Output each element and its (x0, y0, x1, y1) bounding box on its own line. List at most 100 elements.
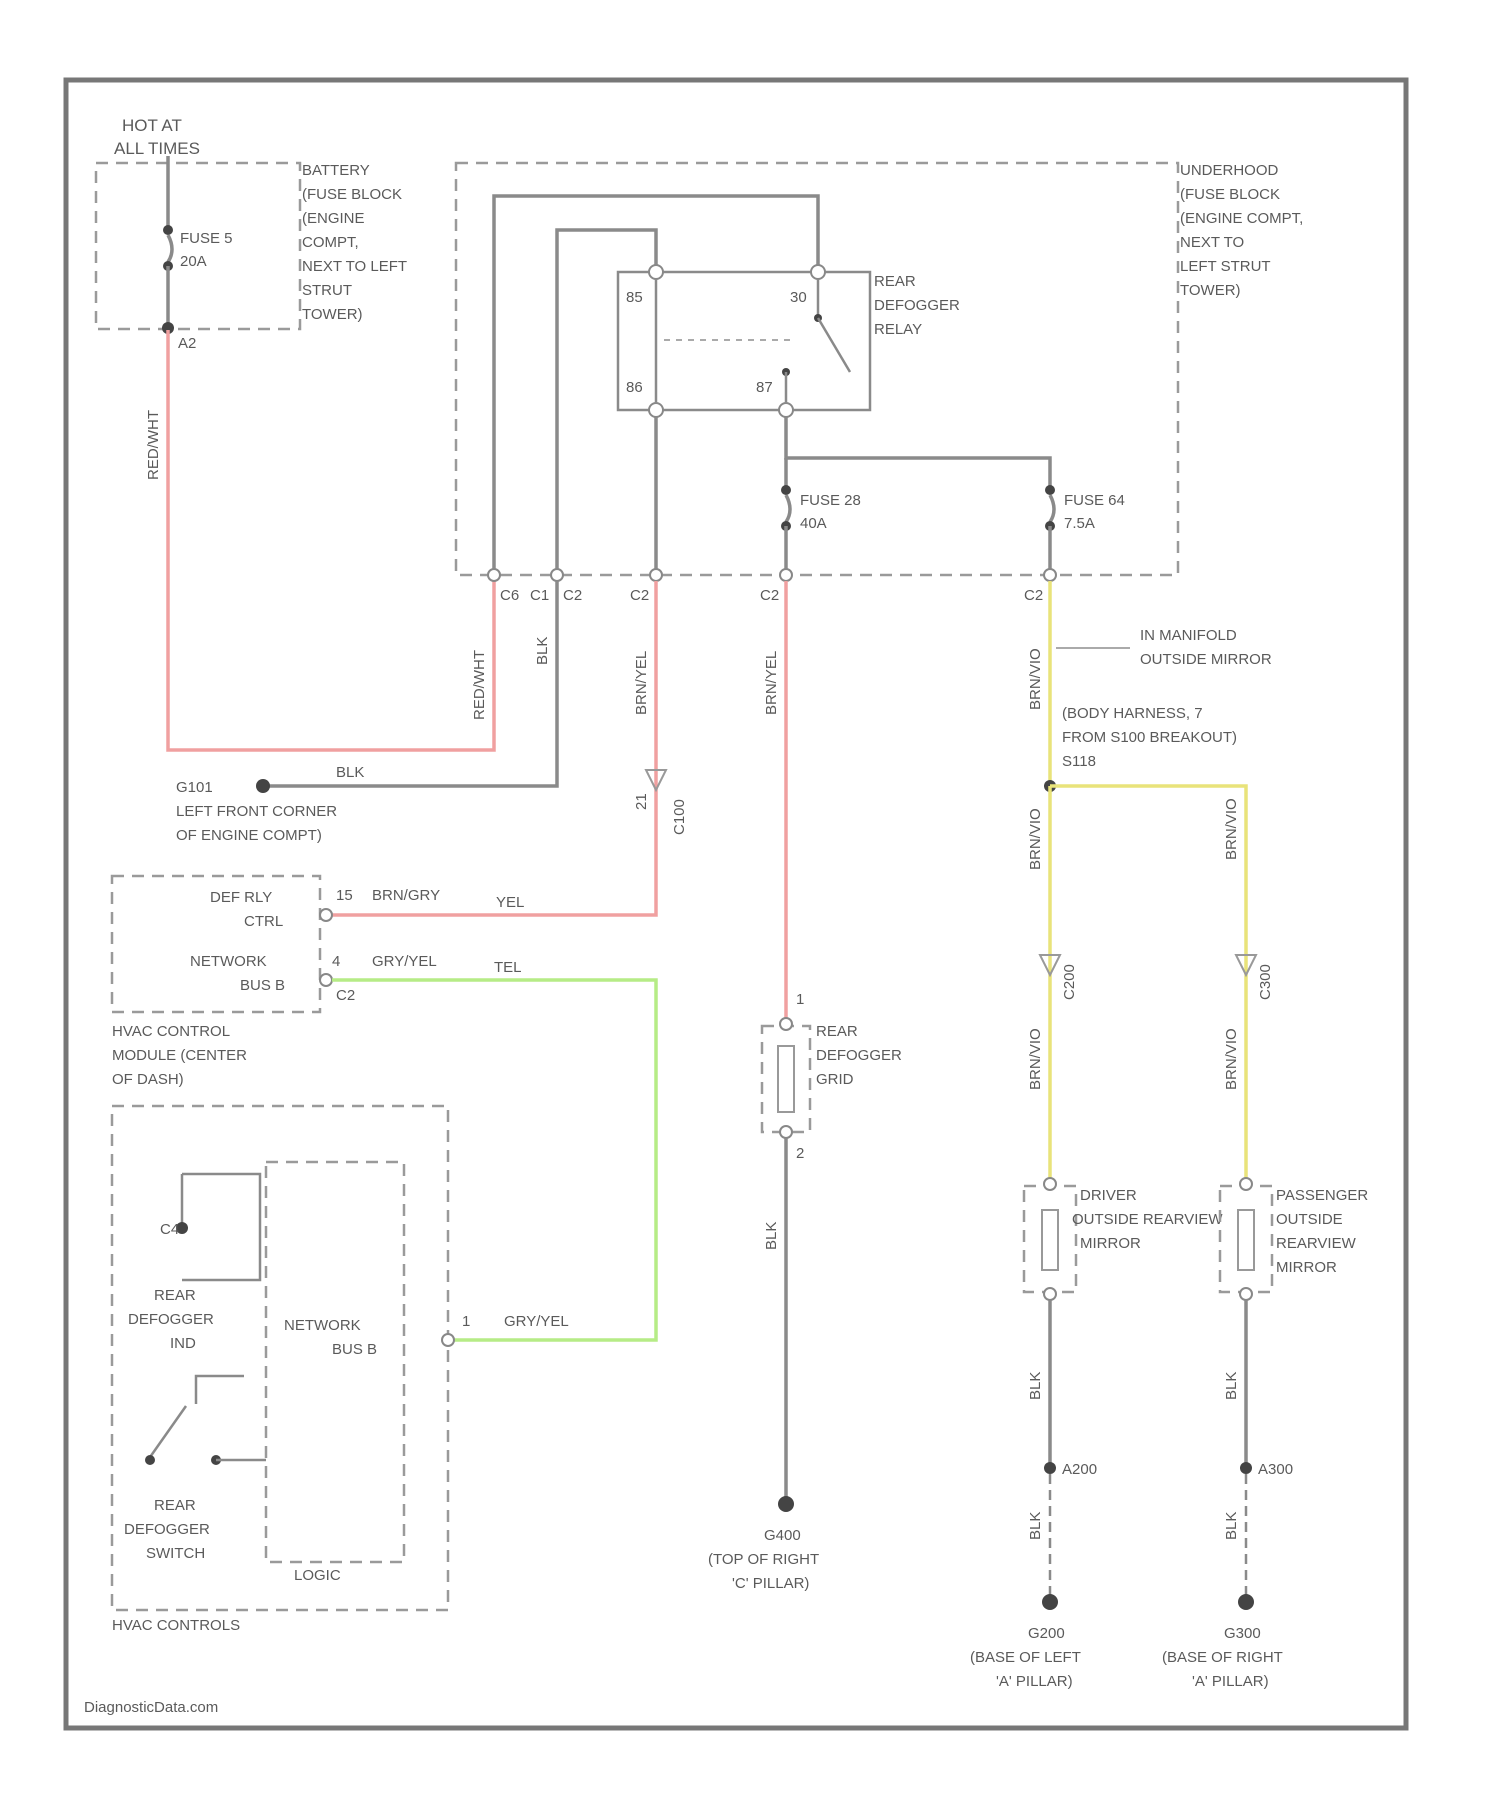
all-times-label: ALL TIMES (114, 139, 200, 158)
fuse-28-rating: 40A (800, 515, 827, 532)
c200-label: C200 (1061, 964, 1078, 1000)
gry-yel-wire-label-2: GRY/YEL (504, 1313, 569, 1330)
underhood-fb-line-3: (ENGINE COMPT, (1180, 210, 1303, 227)
g300-loc-line-2: 'A' PILLAR) (1192, 1673, 1269, 1690)
footer-watermark: DiagnosticData.com (84, 1699, 218, 1716)
pass-mirror-line-1: PASSENGER (1276, 1187, 1368, 1204)
grid-name-line-1: REAR (816, 1023, 858, 1040)
pin-1-label: 1 (462, 1313, 470, 1330)
fuse-5-rating: 20A (180, 253, 207, 270)
gry-yel-wire-label: GRY/YEL (372, 953, 437, 970)
g101-label: G101 (176, 779, 213, 796)
grid-name-line-2: DEFOGGER (816, 1047, 902, 1064)
g200-loc-line-1: (BASE OF LEFT (970, 1649, 1081, 1666)
fuse-64-symbol (1050, 495, 1054, 522)
pass-mirror-line-4: MIRROR (1276, 1259, 1337, 1276)
fuse-5-symbol (168, 235, 172, 262)
hvac-controls-label: HVAC CONTROLS (112, 1617, 240, 1634)
g400-label: G400 (764, 1527, 801, 1544)
hvac-module-line-3: OF DASH) (112, 1071, 184, 1088)
hvac-net-bus-line-2: BUS B (240, 977, 285, 994)
tel-wire-label: TEL (494, 959, 522, 976)
underhood-pin-1: C6 (500, 587, 519, 604)
underhood-fb-line-2: (FUSE BLOCK (1180, 186, 1280, 203)
defogger-grid-element-icon (778, 1046, 794, 1112)
relay-name-line-3: RELAY (874, 321, 922, 338)
driver-mirror-line-2: OUTSIDE REARVIEW (1072, 1211, 1223, 1228)
a200-label: A200 (1062, 1461, 1097, 1478)
g300-loc-line-1: (BASE OF RIGHT (1162, 1649, 1283, 1666)
brn-vio-wire-label: BRN/VIO (1027, 648, 1044, 710)
net-bus-b-line-1: NETWORK (284, 1317, 361, 1334)
g101-loc-line-1: LEFT FRONT CORNER (176, 803, 337, 820)
c4-label: C4 (160, 1221, 179, 1238)
g400-loc-line-2: 'C' PILLAR) (732, 1575, 809, 1592)
rear-def-ind-line-2: DEFOGGER (128, 1311, 214, 1328)
driver-mirror-line-1: DRIVER (1080, 1187, 1137, 1204)
hvac-net-bus-line-1: NETWORK (190, 953, 267, 970)
hot-at-label: HOT AT (122, 116, 182, 135)
underhood-pin-2: C1 (530, 587, 549, 604)
a200-splice (1044, 1462, 1056, 1474)
g200-label: G200 (1028, 1625, 1065, 1642)
brn-gry-wire-label: BRN/GRY (372, 887, 440, 904)
c100-pin-label: 21 (633, 793, 650, 810)
c100-label: C100 (671, 799, 688, 835)
grid-pin-2: 2 (796, 1145, 804, 1162)
pin-a2: A2 (178, 335, 196, 352)
red-wht-wire (168, 330, 494, 750)
driver-mirror-line-3: MIRROR (1080, 1235, 1141, 1252)
fuse-28-symbol (786, 495, 790, 522)
network-bus-b-wire (332, 980, 656, 1340)
passenger-mirror-box (1220, 1186, 1272, 1292)
driver-blk-wire-label-2: BLK (1027, 1512, 1044, 1540)
underhood-fb-line-4: NEXT TO (1180, 234, 1244, 251)
battery-fb-line-7: TOWER) (302, 306, 363, 323)
logic-box (266, 1162, 404, 1562)
hvac-pin-4: 4 (332, 953, 340, 970)
relay-pin-85: 85 (626, 289, 643, 306)
fuse-64-label: FUSE 64 (1064, 492, 1125, 509)
battery-fb-line-1: BATTERY (302, 162, 370, 179)
brn-vio-wire-label-5: BRN/VIO (1027, 1028, 1044, 1090)
logic-label: LOGIC (294, 1567, 341, 1584)
net-bus-b-line-2: BUS B (332, 1341, 377, 1358)
blk-wire-grid-label: BLK (763, 1222, 780, 1250)
splice-note-line-1: IN MANIFOLD (1140, 627, 1237, 644)
brn-vio-wire-label-4: BRN/VIO (1223, 798, 1240, 860)
body-harness-line-2: FROM S100 BREAKOUT) (1062, 729, 1237, 746)
blk-wire-label-2: BLK (336, 764, 364, 781)
relay-pin-87: 87 (756, 379, 773, 396)
yel-wire-label: YEL (496, 894, 524, 911)
s118-label: S118 (1062, 753, 1096, 770)
fuse-28-label: FUSE 28 (800, 492, 861, 509)
relay-name-line-2: DEFOGGER (874, 297, 960, 314)
underhood-pin-5: C2 (760, 587, 779, 604)
brn-yel-wire-label-2: BRN/YEL (763, 651, 780, 715)
blk-wire-label: BLK (534, 637, 551, 665)
driver-blk-wire-label: BLK (1027, 1372, 1044, 1400)
rear-def-switch-line-3: SWITCH (146, 1545, 205, 1562)
driver-mirror-box (1024, 1186, 1076, 1292)
underhood-pin-4: C2 (630, 587, 649, 604)
brn-vio-wire-label-3: BRN/VIO (1027, 808, 1044, 870)
battery-fb-line-3: (ENGINE (302, 210, 365, 227)
g400-ground-symbol (778, 1496, 794, 1512)
c300-label: C300 (1257, 964, 1274, 1000)
rear-defogger-switch-icon (148, 1406, 186, 1460)
def-rly-ctrl-line-2: CTRL (244, 913, 283, 930)
rear-def-switch-line-1: REAR (154, 1497, 196, 1514)
red-wht-wire-label-2: RED/WHT (471, 650, 488, 720)
fuse-64-rating: 7.5A (1064, 515, 1095, 532)
body-harness-line-1: (BODY HARNESS, 7 (1062, 705, 1203, 722)
hvac-module-line-2: MODULE (CENTER (112, 1047, 247, 1064)
hvac-pin-15: 15 (336, 887, 353, 904)
underhood-fb-line-5: LEFT STRUT (1180, 258, 1271, 275)
underhood-pin-3: C2 (563, 587, 582, 604)
blk-ground-wire (263, 581, 557, 786)
g400-loc-line-1: (TOP OF RIGHT (708, 1551, 819, 1568)
relay-pin-86: 86 (626, 379, 643, 396)
g200-loc-line-2: 'A' PILLAR) (996, 1673, 1073, 1690)
rear-def-ind-line-3: IND (170, 1335, 196, 1352)
